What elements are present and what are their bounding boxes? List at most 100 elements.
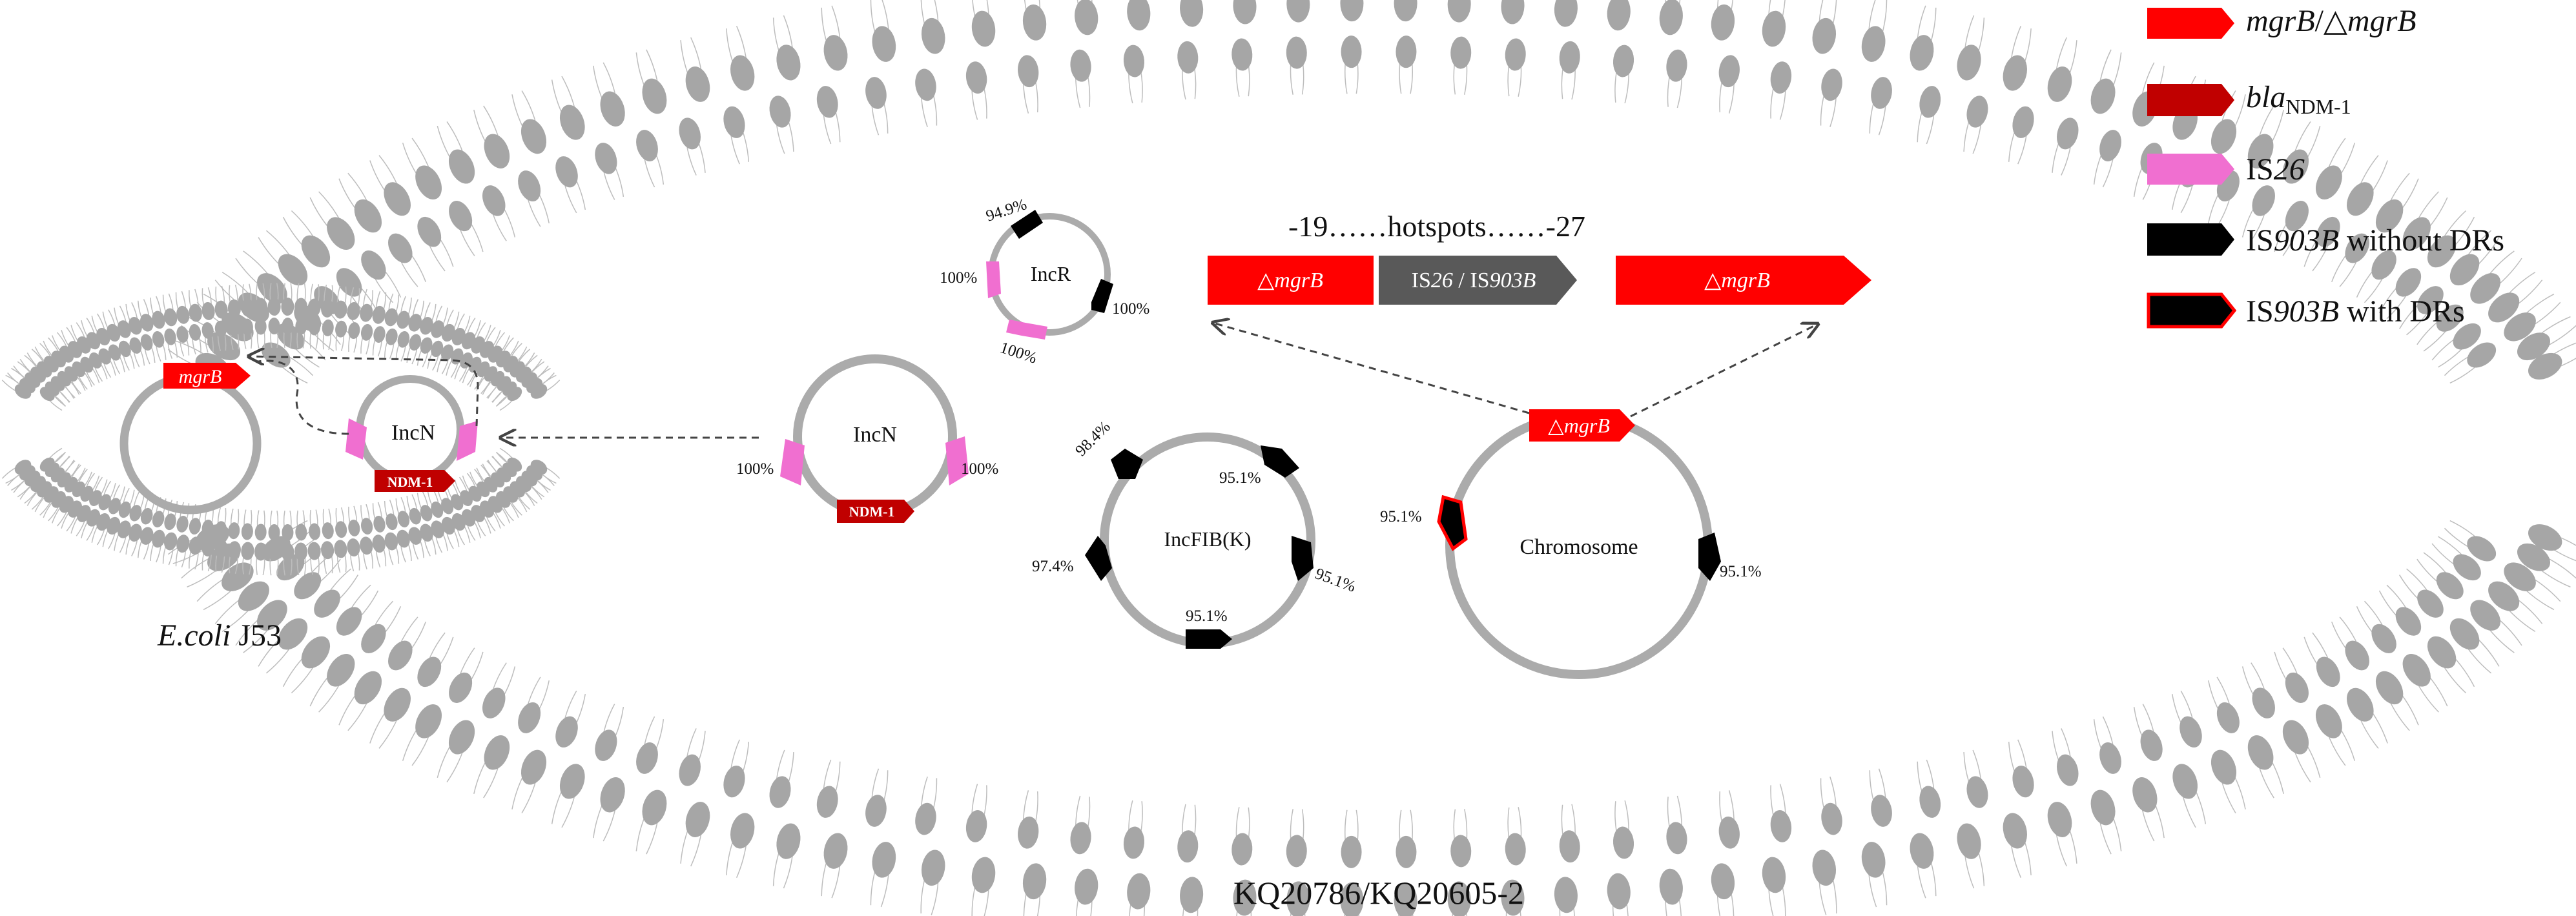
lipid-head: [189, 303, 202, 322]
legend-label-bla-ndm: blaNDM-1: [2246, 80, 2351, 118]
lipid-head: [2057, 117, 2079, 150]
lipid-head: [1018, 816, 1039, 849]
lipid-head: [431, 501, 444, 518]
lipid-head: [723, 766, 745, 798]
lipid-head: [1559, 830, 1580, 863]
lipid-head: [2375, 199, 2404, 233]
lipid-head: [281, 298, 294, 316]
lipid-head: [1554, 877, 1578, 913]
lipid-head: [448, 720, 475, 755]
lipid-head: [1559, 41, 1580, 74]
lipid-head: [268, 318, 280, 335]
lipid-head: [354, 199, 382, 233]
legend: mgrB/△mgrB blaNDM-1 IS26 IS903B without …: [2147, 4, 2504, 329]
lipid-head: [685, 66, 710, 102]
lipid-head: [559, 764, 585, 799]
lipid-head: [1821, 68, 1842, 101]
lipid-head: [2099, 742, 2121, 774]
lipid-head: [1341, 835, 1362, 868]
lipid-head: [176, 516, 189, 533]
lipid-head: [685, 802, 710, 837]
lipid-head: [1607, 873, 1631, 910]
host-incFIB-plasmid: IncFIB(K) 98.4% 95.1% 97.4% 95.1% 95.1%: [1032, 418, 1358, 649]
lipid-head: [1711, 863, 1735, 900]
lipid-head: [2375, 671, 2404, 705]
lipid-head: [2528, 524, 2562, 551]
lipid-head: [1127, 0, 1151, 31]
lipid-head: [1666, 822, 1687, 855]
lipid-head: [281, 542, 294, 561]
legend-item-bla-ndm: blaNDM-1: [2147, 80, 2351, 118]
lipid-head: [2003, 813, 2027, 849]
host-chromosome-mgrB-gene: △mgrB: [1529, 409, 1635, 442]
lipid-head: [1711, 4, 1735, 41]
lipid-head: [139, 314, 154, 332]
lipid-head: [2347, 182, 2374, 216]
lipid-head: [322, 522, 334, 540]
lipid-head: [1123, 45, 1145, 77]
lipid-head: [152, 529, 165, 548]
lipid-head: [301, 636, 331, 669]
host-incN-ndm-label: NDM-1: [849, 504, 895, 520]
lipid-head: [98, 348, 111, 365]
lipid-head: [214, 540, 228, 558]
lipid-head: [267, 542, 281, 561]
lipid-head: [140, 507, 153, 525]
lipid-head: [384, 182, 411, 216]
lipid-head: [2436, 304, 2464, 332]
host-incFIB-right-pct: 95.1%: [1313, 565, 1358, 595]
lipid-head: [1718, 816, 1740, 849]
legend-item-is903b-dr: IS903B with DRs: [2147, 292, 2465, 329]
lipid-head: [2099, 130, 2121, 161]
lipid-head: [1871, 795, 1892, 827]
lipid-head: [14, 460, 32, 475]
lipid-head: [482, 687, 506, 718]
ecoli-mgrB-label: mgrB: [179, 366, 222, 387]
lipid-head: [1871, 77, 1892, 109]
ecoli-transfer-arrow: [258, 360, 349, 435]
ecoli-ndm-label: NDM-1: [387, 474, 433, 490]
host-incN-label: IncN: [853, 423, 897, 447]
host-chromosome-label: Chromosome: [1520, 535, 1638, 559]
lipid-head: [278, 254, 308, 286]
host-chromosome-arrow-left: [1213, 323, 1530, 414]
lipid-head: [347, 301, 360, 320]
lipid-head: [1501, 879, 1525, 916]
lipid-head: [397, 331, 410, 348]
lipid-head: [431, 520, 445, 538]
lipid-head: [2047, 66, 2072, 102]
ecoli-caption: E.coli J53: [157, 618, 282, 653]
lipid-head: [2504, 562, 2536, 591]
lipid-head: [360, 518, 373, 535]
lipid-head: [107, 516, 121, 535]
lipid-head: [397, 511, 410, 528]
lipid-head: [327, 654, 355, 687]
lipid-head: [2417, 286, 2444, 314]
lipid-head: [2132, 777, 2158, 813]
host-incFIB-left-pct: 97.4%: [1032, 558, 1074, 575]
lipid-head: [595, 729, 617, 761]
lipid-head: [140, 334, 153, 351]
lipid-head: [176, 305, 190, 324]
lipid-head: [1770, 810, 1792, 842]
lipid-head: [2371, 624, 2396, 653]
lipid-head: [129, 337, 142, 354]
lipid-head: [139, 527, 154, 545]
lipid-head: [769, 96, 791, 128]
ecoli-insertion-arrow: [249, 356, 479, 427]
lipid-head: [2517, 332, 2550, 361]
lipid-head: [408, 314, 422, 332]
host-chromosome-mgrB-label: △mgrB: [1548, 414, 1610, 437]
lipid-head: [2453, 554, 2481, 581]
lipid-head: [278, 618, 308, 650]
locus-insertion-label: IS26 / IS903B: [1412, 269, 1536, 292]
lipid-head: [776, 45, 801, 81]
hotspots-text: -19……hotspots……-27: [1288, 210, 1585, 243]
lipid-head: [555, 156, 578, 188]
lipid-head: [108, 498, 121, 514]
lipid-head: [164, 328, 176, 345]
host-cell: IncN NDM-1 100% 100% IncR 94.9% 100% 100…: [736, 196, 1871, 911]
lipid-head: [1919, 86, 1941, 118]
lipid-head: [322, 319, 334, 336]
locus-right-mgrB: △mgrB: [1616, 256, 1871, 305]
